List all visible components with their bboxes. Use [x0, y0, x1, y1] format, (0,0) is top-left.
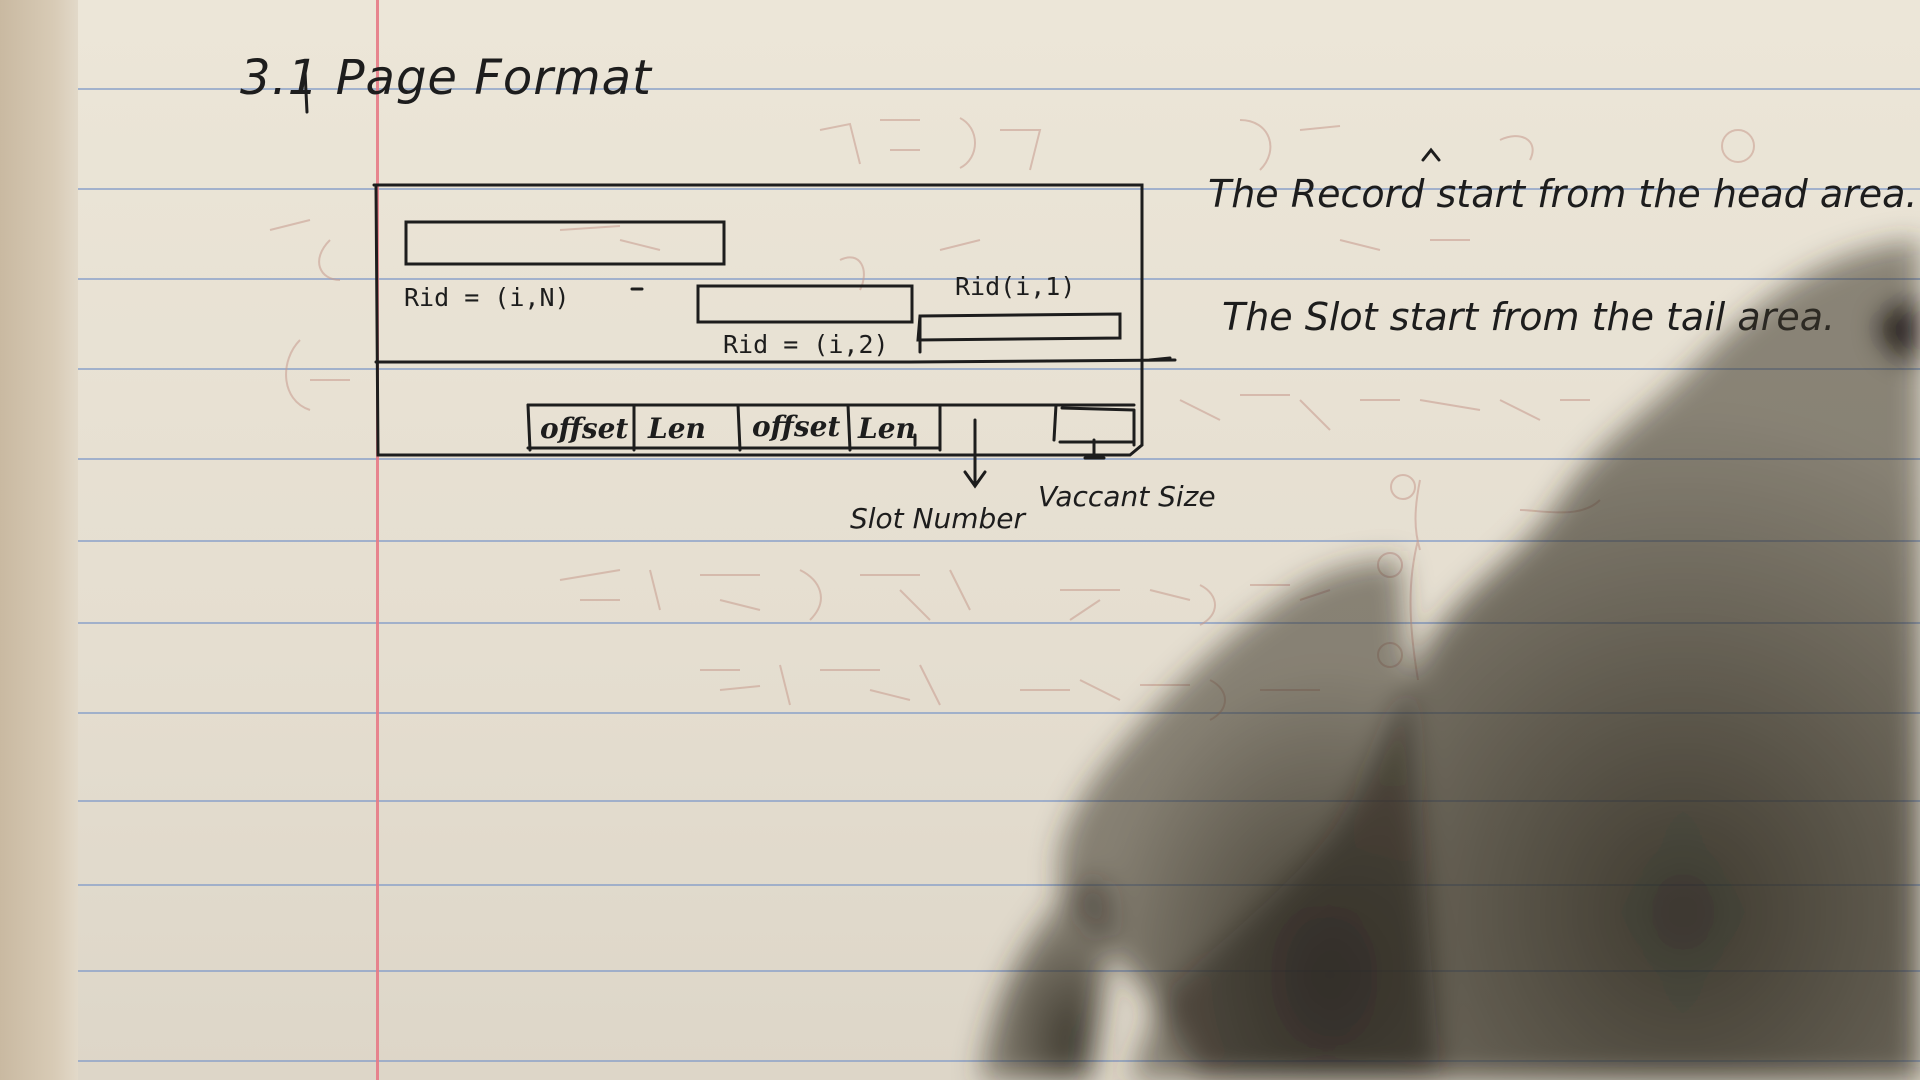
heading-separator-stroke: [303, 70, 309, 114]
slot-len-cell: Len: [648, 412, 706, 445]
slot-note: The Slot start from the tail area.: [1222, 295, 1836, 339]
rid-n-label: Rid = (i,N): [404, 283, 570, 312]
section-heading: 3.1 Page Format: [240, 50, 652, 106]
slot-len-cell: Len: [858, 412, 916, 445]
vacant-size-arrow: [1083, 438, 1106, 460]
area-divider: [374, 358, 1177, 364]
margin-line: [376, 0, 379, 1080]
ruled-line: [78, 188, 1920, 190]
ruled-line: [78, 458, 1920, 460]
desk-surface: [0, 0, 78, 1080]
record-2-box: [696, 284, 914, 324]
record-1-box: [916, 312, 1122, 342]
ruled-line: [78, 540, 1920, 542]
vacant-size-label: Vaccant Size: [1038, 480, 1216, 513]
slot-offset-cell: offset: [540, 412, 629, 445]
rid-1-label: Rid(i,1): [955, 272, 1076, 301]
ruled-line: [78, 622, 1920, 624]
record-n-box: [404, 220, 726, 266]
slot-number-label: Slot Number: [850, 502, 1026, 535]
ruled-line: [78, 368, 1920, 370]
ruled-line: [78, 88, 1920, 90]
rid-2-label: Rid = (i,2): [723, 330, 889, 359]
record-note: The Record start from the head area.: [1208, 172, 1918, 216]
slot-offset-cell: offset: [752, 410, 841, 443]
ruled-line: [78, 712, 1920, 714]
ruled-line: [78, 800, 1920, 802]
slot-number-arrow: [963, 418, 987, 489]
